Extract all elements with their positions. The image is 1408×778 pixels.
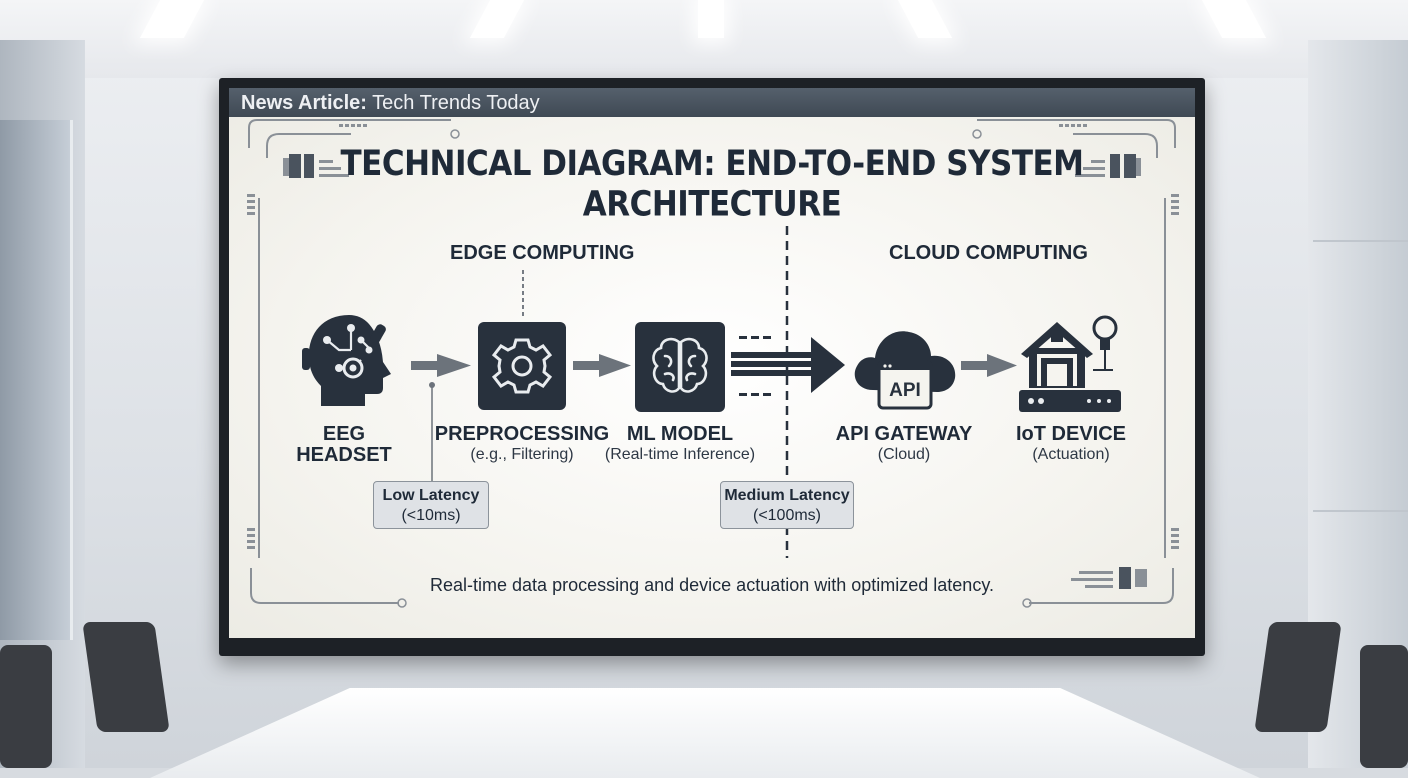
- diagram-title: TECHNICAL DIAGRAM: END-TO-END SYSTEM ARC…: [340, 143, 1084, 225]
- node-eeg-label: EEG HEADSET: [289, 424, 399, 466]
- window: [0, 120, 73, 640]
- node-eeg-label-line2: HEADSET: [296, 444, 392, 466]
- header-source: Tech Trends Today: [372, 92, 540, 114]
- api-icon-text: API: [889, 380, 921, 401]
- header-label: News Article:: [241, 92, 367, 114]
- display-screen: News Article: Tech Trends Today: [229, 88, 1195, 638]
- node-ml-model-label: ML MODEL: [626, 423, 734, 445]
- medium-latency-title: Medium Latency: [724, 487, 850, 504]
- chair: [0, 645, 52, 768]
- low-latency-value: (<10ms): [401, 507, 461, 524]
- medium-latency-value: (<100ms): [752, 507, 822, 524]
- medium-latency-badge: Medium Latency (<100ms): [720, 481, 854, 529]
- node-preprocessing-label: PREPROCESSING: [434, 423, 610, 445]
- node-api-gateway-label: API GATEWAY: [835, 423, 973, 445]
- node-ml-model-box: [635, 322, 725, 412]
- ceiling-light: [698, 0, 724, 38]
- node-iot-device-label: IoT DEVICE: [1015, 423, 1126, 445]
- low-latency-badge: Low Latency (<10ms): [373, 481, 489, 529]
- chair: [1360, 645, 1408, 768]
- house-bulb-icon: [1019, 315, 1121, 412]
- wall-panel-seam: [1313, 240, 1408, 242]
- low-latency-title: Low Latency: [382, 487, 480, 504]
- gear-icon: [491, 338, 553, 394]
- node-preprocessing-box: [478, 322, 566, 410]
- node-preprocessing-sub: (e.g., Filtering): [470, 446, 574, 463]
- node-iot-device-sub: (Actuation): [1032, 446, 1110, 463]
- conference-table: [150, 688, 1260, 778]
- section-edge-computing: EDGE COMPUTING: [450, 242, 635, 264]
- section-cloud-computing: CLOUD COMPUTING: [889, 242, 1088, 264]
- chair: [82, 622, 170, 732]
- node-api-gateway-sub: (Cloud): [877, 446, 931, 463]
- head-circuit-icon: [302, 315, 391, 406]
- node-eeg-label-line1: EEG: [322, 423, 366, 445]
- node-ml-model-sub: (Real-time Inference): [604, 446, 756, 463]
- decorative-frame: [247, 119, 1179, 608]
- news-header-bar: News Article: Tech Trends Today: [229, 88, 1195, 117]
- diagram-caption: Real-time data processing and device act…: [430, 575, 994, 595]
- cloud-api-icon: API: [854, 331, 956, 410]
- wall-panel-seam: [1313, 510, 1408, 512]
- brain-icon: [652, 337, 708, 393]
